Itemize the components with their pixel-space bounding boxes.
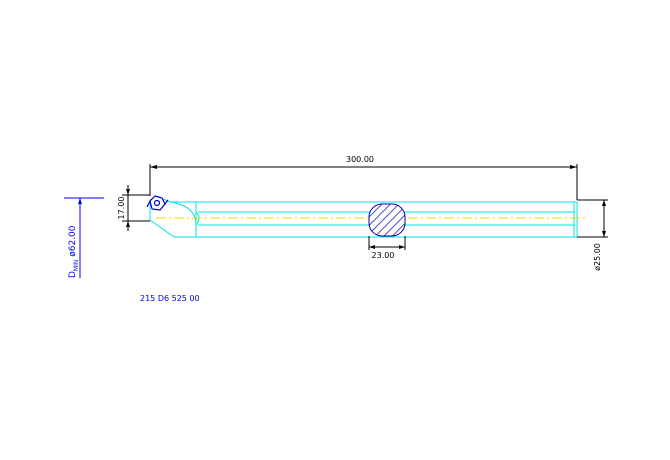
min-bore-value: ø62.00 [68, 225, 78, 259]
part-code: 215 D6 525 00 [140, 294, 200, 303]
edge-offset-label: 17.00 [117, 197, 126, 220]
dim-shank-diameter [577, 199, 608, 238]
min-bore-label: DMIN ø62.00 [68, 225, 80, 278]
min-bore-subscript: MIN [73, 260, 80, 271]
dim-section-width [368, 236, 406, 250]
min-bore-marker [64, 197, 104, 278]
dim-overall-length [149, 164, 578, 200]
min-bore-prefix: D [68, 271, 78, 278]
boring-bar-outline [149, 195, 578, 238]
section-cut [368, 203, 406, 237]
overall-length-label: 300.00 [346, 155, 374, 164]
dim-edge-offset [122, 185, 150, 231]
section-width-label: 23.00 [372, 251, 395, 260]
shank-diameter-label: ø25.00 [593, 243, 602, 271]
cutting-insert [146, 195, 169, 211]
head-arc [169, 201, 197, 229]
